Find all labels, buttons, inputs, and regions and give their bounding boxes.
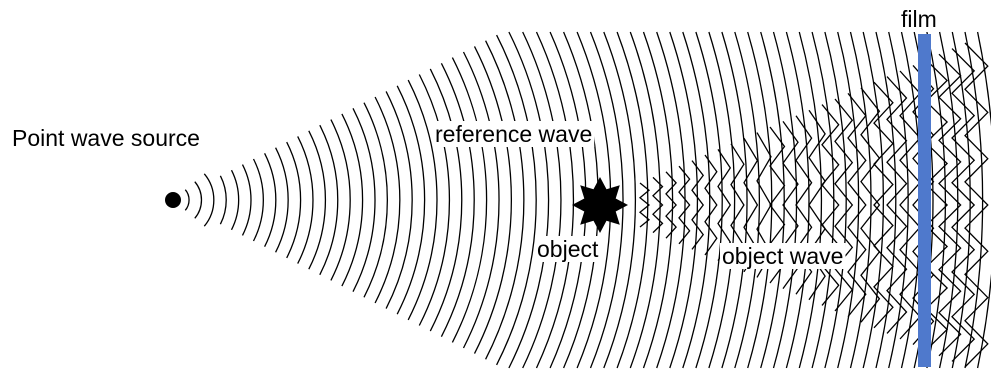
reference-wavefront-arc	[798, 31, 823, 369]
reference-wavefront-arc	[230, 169, 240, 231]
object-wavefront-zigzag	[938, 53, 962, 357]
object-wavefront-zigzag	[717, 149, 732, 261]
object-wavefront-zigzag	[912, 64, 935, 346]
reference-wavefront-arc	[862, 31, 885, 369]
reference-wavefront-arc	[721, 31, 748, 369]
reference-wavefront-arc	[385, 91, 413, 309]
reference-wavefront-arc	[824, 31, 847, 369]
object-wavefront-zigzag	[665, 171, 677, 239]
reference-wavefront-arc	[938, 31, 959, 369]
reference-wavefront-arc	[462, 51, 500, 349]
reference-wavefront-arc	[264, 153, 277, 247]
object-wavefront-zigzag	[652, 176, 664, 234]
reference-wavefront-arc	[837, 31, 860, 369]
object-wavefront-zigzag	[704, 154, 718, 256]
label-background	[535, 236, 601, 262]
object-wavefront-zigzag	[821, 104, 840, 306]
reference-wavefront-arc	[352, 108, 376, 292]
film-label: film	[901, 6, 937, 32]
film-plate	[918, 34, 931, 367]
point-wave-source-label: Point wave source	[12, 125, 200, 151]
reference-wavefront-arc	[888, 31, 909, 369]
reference-wavefront-arc	[708, 31, 736, 369]
object-wavefront-zigzag	[860, 87, 881, 323]
reference-wavefront-arc	[669, 31, 699, 369]
reference-wavefront-arc	[341, 113, 364, 287]
object-wavefront-zigzag	[886, 76, 908, 334]
reference-wavefront-arc	[603, 31, 637, 369]
reference-wavefront-arc	[496, 34, 537, 366]
reference-wavefront-arc	[875, 31, 897, 369]
reference-wavefront-arc	[275, 147, 289, 253]
reference-wavefront-arc	[297, 136, 314, 264]
reference-wavefront-arc	[363, 102, 388, 298]
reference-wavefront-arc	[473, 46, 512, 354]
reference-wavefront-arc	[194, 181, 203, 219]
reference-wavefront-arc	[849, 31, 872, 369]
object-wavefront-zigzag	[899, 70, 921, 340]
object-label: object	[537, 236, 599, 262]
reference-wavefront-arc	[184, 189, 190, 211]
reference-wavefront-arc	[330, 119, 351, 281]
reference-wavefront-arc	[682, 31, 711, 369]
reference-wavefront-arc	[308, 130, 327, 270]
reference-wavefront-arc	[219, 175, 227, 225]
reference-wavefront-arc	[451, 57, 488, 343]
reference-wavefront-arc	[319, 124, 339, 276]
object-wavefront-zigzag	[964, 42, 989, 368]
reference-wavefront-arc	[589, 31, 624, 369]
reference-wave-label: reference wave	[435, 121, 592, 147]
reference-wavefront-arc	[976, 31, 991, 369]
object-wavefront-zigzag	[691, 160, 705, 250]
reference-wavefront-arc	[286, 141, 302, 259]
reference-wavefront-arc	[429, 68, 463, 332]
point-source-dot	[165, 192, 181, 208]
label-background	[433, 121, 595, 147]
reference-wavefront-arc	[508, 31, 550, 369]
reference-wavefront-arc	[252, 158, 264, 242]
label-background	[720, 243, 846, 269]
reference-wavefront-arc	[407, 79, 438, 321]
label-background	[10, 125, 202, 151]
reference-wavefront-arc	[241, 164, 252, 236]
object-wavefront-zigzag	[834, 98, 854, 312]
object-star-icon	[572, 177, 628, 233]
label-background	[899, 6, 939, 32]
reference-wavefront-arc	[485, 40, 525, 360]
reference-wavefront-arc	[418, 74, 450, 326]
reference-wavefront-arc	[695, 31, 723, 369]
object-wavefront-zigzag	[847, 92, 867, 318]
reference-wavefront-arc	[203, 173, 215, 227]
reference-wavefront-arc	[760, 31, 785, 369]
object-wavefront-zigzag	[678, 165, 691, 245]
reference-wavefront-arc	[440, 63, 475, 337]
reference-wavefront-arc	[374, 96, 401, 304]
object-wavefront-zigzag	[873, 81, 894, 329]
object-wavefront-zigzag	[925, 59, 949, 351]
object-wavefront-zigzag	[951, 48, 976, 362]
reference-wavefront-arc	[772, 31, 798, 369]
object-wave-label: object wave	[722, 243, 843, 269]
reference-wavefront-arc	[926, 31, 946, 369]
reference-wavefront-arc	[522, 31, 562, 369]
reference-wavefront-arc	[396, 85, 426, 315]
object-wavefront-zigzag	[638, 182, 651, 228]
reference-wavefront-arc	[616, 31, 649, 369]
reference-wavefront-arc	[535, 31, 575, 369]
reference-wavefront-arc	[785, 31, 810, 369]
